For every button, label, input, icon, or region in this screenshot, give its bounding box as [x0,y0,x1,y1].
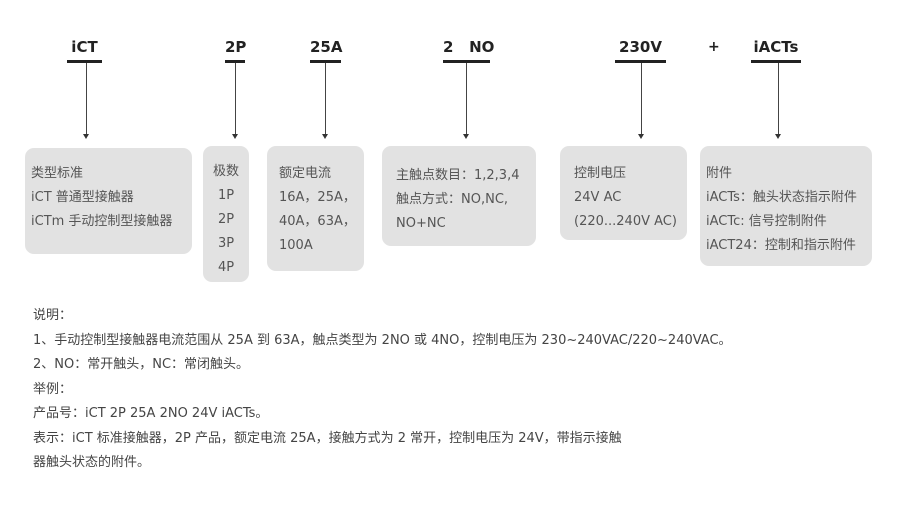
note-line: 举例： [33,381,73,397]
note-line: 2、NO：常开触头，NC：常闭触头。 [33,357,250,372]
box-contacts: 主触点数目：1,2,3,4 触点方式：NO,NC, NO+NC [382,146,536,246]
box-line: 附件 [706,166,733,181]
box-current: 额定电流 16A，25A， 40A，63A， 100A [267,146,364,271]
code-current: 25A [310,38,342,63]
box-line: 40A，63A， [279,214,356,229]
plus-sign: + [708,39,720,55]
note-line: 表示：iCT 标准接触器，2P 产品，额定电流 25A，接触方式为 2 常开，控… [33,430,622,446]
box-type: 类型标准 iCT 普通型接触器 iCTm 手动控制型接触器 [25,148,192,254]
box-line: 主触点数目：1,2,3,4 [396,168,520,183]
code-poles: 2P [225,38,246,63]
box-line: 100A [279,238,313,253]
box-line: NO+NC [396,216,446,231]
note-line: 说明： [33,308,73,323]
code-voltage: 230V [615,38,666,63]
box-voltage: 控制电压 24V AC (220...240V AC) [560,146,687,240]
box-line: 触点方式：NO,NC, [396,192,509,207]
box-poles: 极数 1P 2P 3P 4P [203,146,249,282]
box-line: 4P [217,260,235,275]
box-line: iACTc: 信号控制附件 [706,214,827,229]
arrow-accessory [775,63,781,139]
arrow-poles [232,63,238,139]
arrow-contacts [463,63,469,139]
box-line: 额定电流 [279,166,332,181]
box-line: iCTm 手动控制型接触器 [31,214,173,229]
box-line: 16A，25A， [279,190,356,205]
box-line: 极数 [212,164,239,179]
box-accessory: 附件 iACTs：触头状态指示附件 iACTc: 信号控制附件 iACT24：控… [700,146,872,266]
box-line: 类型标准 [31,166,84,181]
code-accessory: iACTs [751,38,801,63]
box-line: (220...240V AC) [574,214,677,229]
box-line: 3P [217,236,235,251]
code-contacts: 2 NO [443,38,494,63]
arrow-voltage [638,63,644,139]
note-line: 产品号：iCT 2P 25A 2NO 24V iACTs。 [33,406,269,421]
notes: 说明： 1、手动控制型接触器电流范围从 25A 到 63A，触点类型为 2NO … [33,304,732,476]
arrow-type [83,63,89,139]
box-line: iACT24：控制和指示附件 [706,238,856,253]
arrow-current [322,63,328,139]
box-line: 控制电压 [574,166,627,181]
box-line: iACTs：触头状态指示附件 [706,190,857,205]
code-type: iCT [67,38,102,63]
note-line: 1、手动控制型接触器电流范围从 25A 到 63A，触点类型为 2NO 或 4N… [33,332,732,348]
note-line: 器触头状态的附件。 [33,455,151,470]
box-line: 24V AC [574,190,622,205]
box-line: 1P [217,188,235,203]
box-line: 2P [217,212,235,227]
box-line: iCT 普通型接触器 [31,190,134,205]
